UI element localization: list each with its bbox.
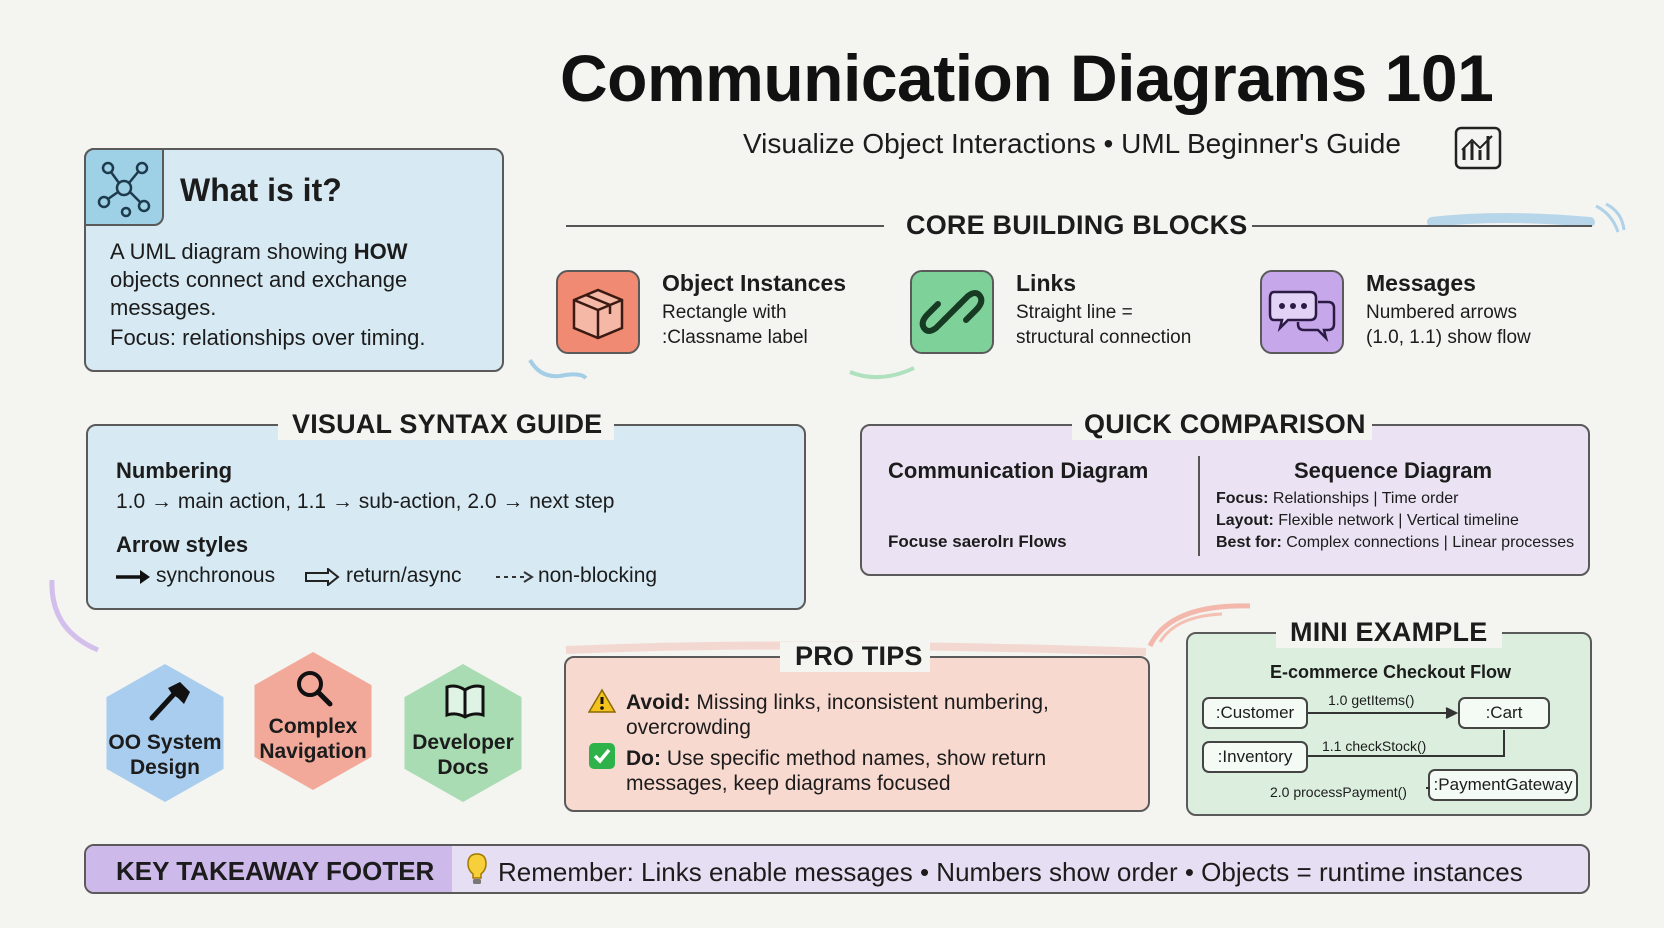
block-title: Messages — [1366, 270, 1476, 296]
checkmark-icon — [589, 743, 615, 769]
chart-icon — [1454, 126, 1502, 170]
core-heading: CORE BUILDING BLOCKS — [906, 210, 1248, 240]
numbering-label: Numbering — [116, 458, 233, 483]
page-subtitle: Visualize Object Interactions • UML Begi… — [743, 128, 1401, 159]
links-icon-box — [910, 270, 994, 354]
book-icon — [445, 684, 485, 719]
page-title: Communication Diagrams 101 — [560, 41, 1494, 115]
comparison-row: Best for: Complex connections | Linear p… — [1216, 534, 1575, 551]
use-case-hex-oo — [106, 664, 224, 802]
arrow-sync-label: synchronous — [156, 564, 276, 587]
return-arrow-icon — [305, 568, 340, 586]
mini-example-heading: MINI EXAMPLE — [1290, 617, 1488, 647]
block-desc: Numbered arrows(1.0, 1.1) show flow — [1366, 302, 1531, 348]
what-is-it-title: What is it? — [180, 172, 342, 208]
what-is-it-panel — [84, 148, 504, 372]
syntax-heading: VISUAL SYNTAX GUIDE — [292, 409, 603, 439]
avoid-tip: Avoid: Missing links, inconsistent numbe… — [626, 691, 1049, 739]
arrow-return-label: return/async — [346, 564, 462, 587]
mini-example-connectors — [1308, 707, 1505, 789]
block-title: Links — [1016, 270, 1077, 296]
chat-icon — [1268, 290, 1336, 343]
object-payment-gateway: :PaymentGateway — [1428, 769, 1578, 801]
heading-gap — [1276, 618, 1502, 648]
object-cart: :Cart — [1458, 697, 1550, 729]
pro-tips-heading: PRO TIPS — [795, 641, 923, 671]
comparison-row: Focus: Relationships | Time order — [1216, 490, 1459, 507]
footer-label: KEY TAKEAWAY FOOTER — [116, 856, 435, 886]
comparison-panel — [860, 424, 1590, 576]
dashed-arrow-icon — [496, 571, 534, 583]
heading-gap — [278, 410, 614, 440]
arrow-styles-label: Arrow styles — [116, 532, 249, 557]
what-is-it-body: A UML diagram showing HOW objects connec… — [110, 239, 426, 350]
heading-gap — [780, 642, 930, 672]
object-inventory: :Inventory — [1202, 741, 1308, 773]
box-icon — [572, 288, 624, 340]
footer-tag — [86, 846, 452, 892]
sync-arrow-icon — [116, 570, 150, 584]
network-icon — [97, 161, 151, 218]
comparison-divider — [1198, 456, 1200, 556]
message-label: 2.0 processPayment() — [1270, 784, 1407, 800]
numbering-text: 1.0 → main action, 1.1 → sub-action, 2.0… — [116, 490, 615, 513]
object-instances-icon-box — [556, 270, 640, 354]
arrow-nonblocking-label: non-blocking — [538, 564, 658, 587]
what-is-it-icon-box — [84, 148, 164, 226]
pro-tips-panel — [564, 656, 1150, 812]
heading-gap — [1072, 410, 1372, 440]
mini-example-subtitle: E-commerce Checkout Flow — [1270, 662, 1512, 682]
message-label: 1.1 checkStock() — [1322, 738, 1427, 754]
object-customer: :Customer — [1202, 697, 1308, 729]
comparison-row: Layout: Flexible network | Vertical time… — [1216, 512, 1519, 529]
messages-icon-box — [1260, 270, 1344, 354]
search-icon — [297, 671, 333, 707]
comm-diagram-note: Focuse saerolrı Flows — [888, 532, 1067, 551]
comm-diagram-title: Communication Diagram — [888, 458, 1149, 483]
divider — [1252, 225, 1592, 227]
warning-icon — [588, 688, 616, 713]
block-desc: Straight line =structural connection — [1016, 302, 1192, 348]
syntax-panel — [86, 424, 806, 610]
message-label: 1.0 getItems() — [1328, 692, 1415, 708]
footer-text: Remember: Links enable messages • Number… — [498, 857, 1523, 887]
block-desc: Rectangle with:Classname label — [662, 302, 808, 348]
link-icon — [919, 290, 985, 334]
do-tip: Do: Use specific method names, show retu… — [626, 747, 1047, 795]
comparison-heading: QUICK COMPARISON — [1084, 409, 1366, 439]
use-case-hex-docs — [404, 664, 522, 802]
seq-diagram-title: Sequence Diagram — [1294, 458, 1493, 483]
block-title: Object Instances — [662, 270, 847, 296]
lightbulb-icon — [467, 853, 487, 884]
divider — [566, 225, 884, 227]
hammer-icon — [149, 682, 190, 721]
